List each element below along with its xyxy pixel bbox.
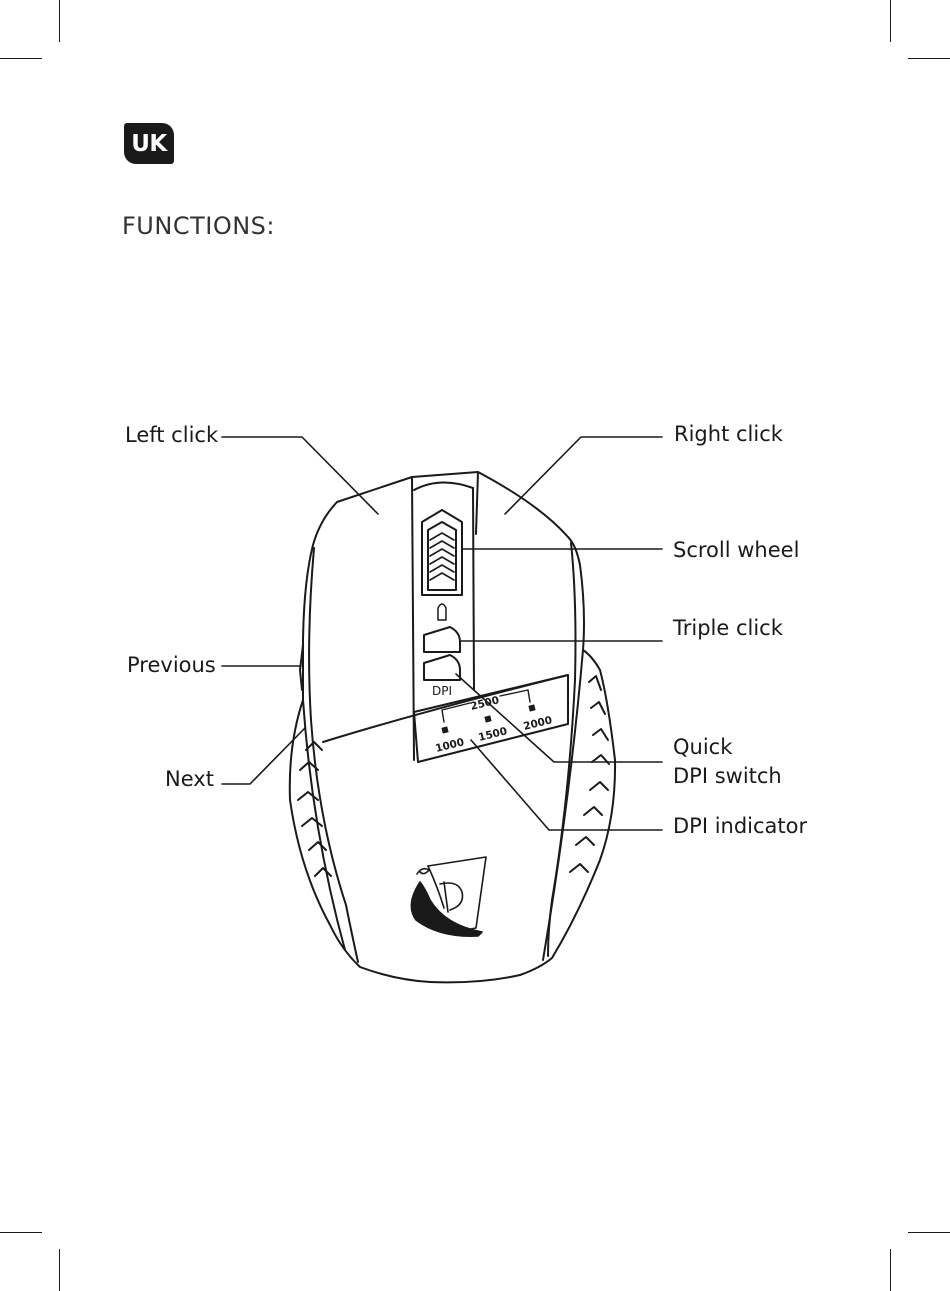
next-label: Next — [165, 767, 214, 791]
crop-mark — [0, 58, 42, 59]
center-channel-right — [472, 487, 475, 691]
scroll-wheel-label: Scroll wheel — [673, 538, 800, 562]
left-click-label: Left click — [125, 423, 219, 447]
dpi-led-1500 — [484, 715, 492, 723]
mouse-shell-right-edge — [542, 649, 584, 961]
right-side-chevrons — [569, 675, 610, 873]
dpi-button-label: DPI — [432, 684, 452, 698]
dpi-indicator-label: DPI indicator — [673, 814, 808, 838]
previous-button — [299, 644, 304, 691]
quick-dpi-switch-label-line2: DPI switch — [673, 764, 782, 788]
dpi-button — [423, 654, 461, 681]
quick-dpi-switch-label-line1: Quick — [673, 735, 733, 759]
page-title: FUNCTIONS: — [122, 212, 275, 240]
dpi-led-1000 — [441, 726, 449, 734]
left-side-chevrons — [297, 741, 332, 877]
callout-lines — [221, 436, 663, 831]
dpi-indicator-bracket — [441, 689, 531, 723]
right-click-button — [475, 471, 479, 535]
crop-mark — [59, 1249, 60, 1291]
scroll-wheel — [421, 509, 463, 596]
mouse-shell-right-inner — [547, 542, 577, 957]
viking-ship-logo — [410, 856, 487, 937]
right-click-label: Right click — [674, 422, 783, 446]
crop-mark — [908, 58, 950, 59]
mouse-icon — [437, 603, 447, 621]
triple-click-button — [423, 626, 461, 653]
line-right-click — [504, 436, 663, 515]
crop-mark — [890, 0, 891, 42]
logo-hull — [410, 881, 483, 937]
triple-click-label: Triple click — [673, 616, 783, 640]
scroll-wheel-chevrons — [429, 532, 455, 581]
dpi-indicator-panel — [413, 674, 569, 763]
line-dpi-indicator — [470, 739, 663, 831]
scroll-wheel-inner — [427, 521, 457, 591]
line-quick-dpi — [455, 673, 663, 763]
line-next — [221, 727, 306, 785]
mouse-shell-left-inner — [308, 547, 359, 963]
crop-mark — [890, 1249, 891, 1291]
center-channel — [413, 481, 474, 491]
mouse-shell-left-edge — [302, 699, 346, 951]
crop-mark — [0, 1232, 42, 1233]
crop-mark — [59, 0, 60, 42]
dpi-led-2000 — [528, 704, 536, 712]
crop-mark — [908, 1232, 950, 1233]
dpi-label-2000: 2000 — [522, 714, 553, 733]
previous-label: Previous — [127, 653, 216, 677]
language-badge: UK — [124, 123, 174, 164]
line-left-click — [221, 436, 379, 515]
